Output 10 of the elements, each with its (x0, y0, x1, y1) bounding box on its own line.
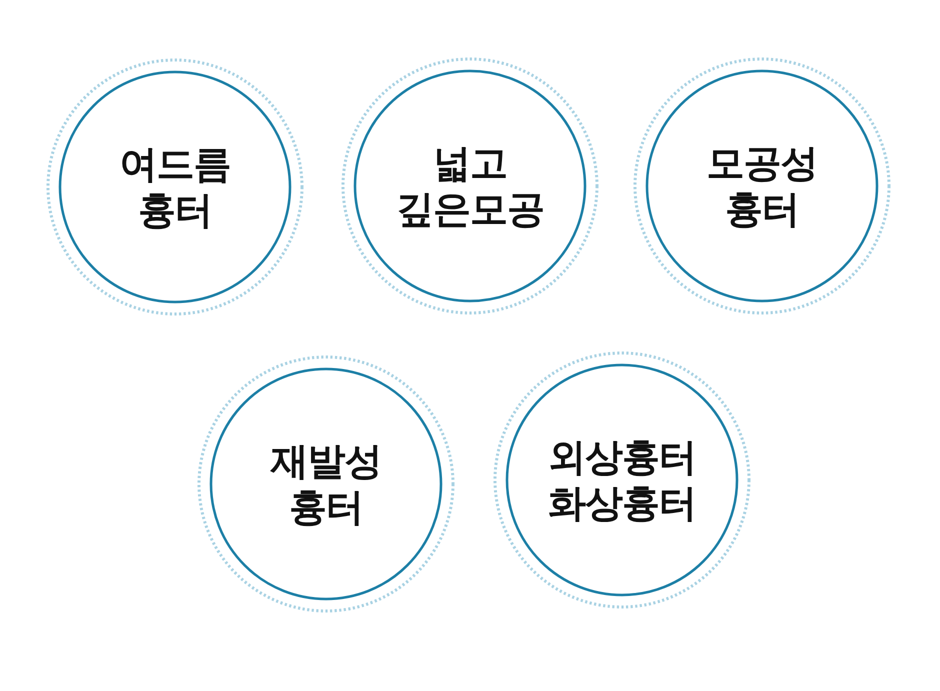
circle-node (493, 351, 751, 609)
circle-label: 여드름 흉터 (120, 141, 230, 233)
circle-label: 외상흉터 화상흉터 (548, 434, 696, 526)
circle-node (341, 57, 599, 315)
circle-label: 넓고 깊은모공 (396, 140, 544, 232)
circle-node (46, 58, 304, 316)
circle-label: 모공성 흉터 (706, 140, 818, 232)
circle-label: 재발성 흉터 (270, 438, 382, 530)
circle-node (633, 57, 891, 315)
circle-node (197, 355, 455, 613)
